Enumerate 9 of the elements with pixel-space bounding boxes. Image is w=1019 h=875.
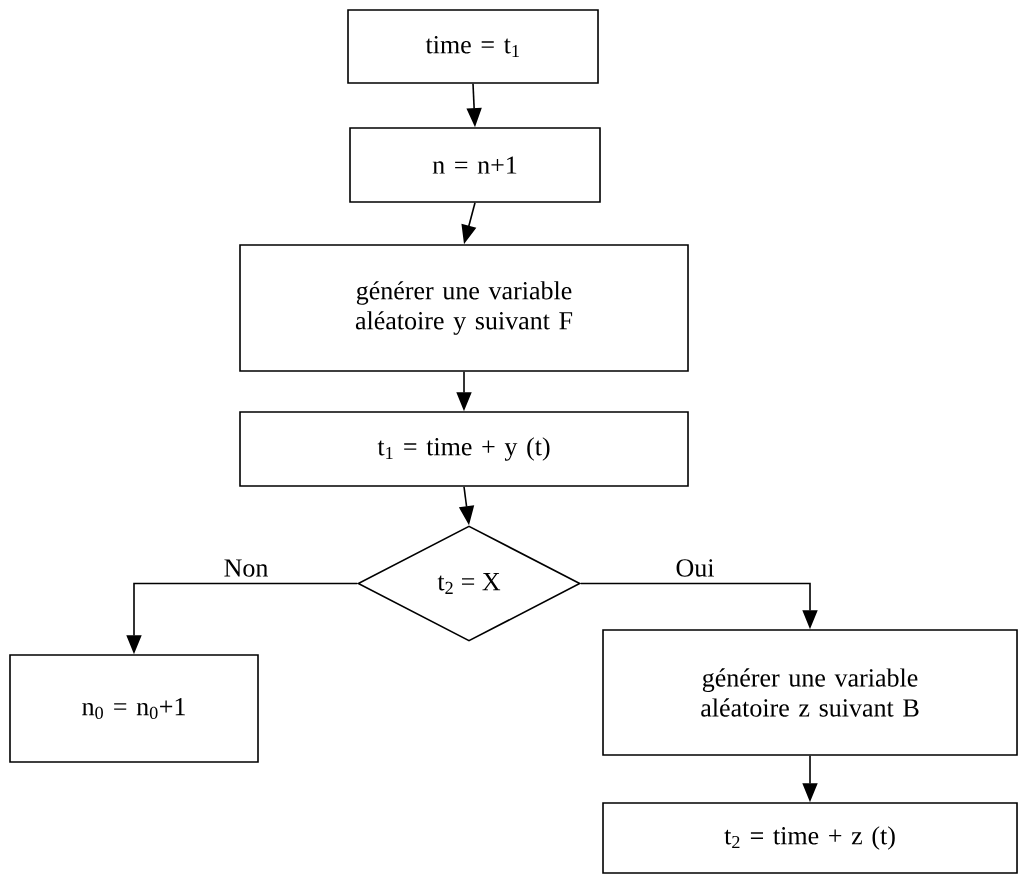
process-box: générer une variable aléatoire z suivant B	[602, 629, 1018, 756]
edge-label: Oui	[673, 557, 717, 579]
process-box: générer une variable aléatoire y suivant F	[239, 244, 689, 372]
process-box: t$_{2}$ = time + z (t)	[602, 802, 1018, 874]
process-box: t$_{1}$ = time + y (t)	[239, 411, 689, 487]
process-box: n = n+1	[349, 127, 601, 203]
process-box: time = t$_{1}$	[347, 9, 599, 84]
edge-label: Non	[221, 557, 271, 579]
process-box: n$_{0}$ = n$_{0}$+1	[9, 654, 259, 763]
